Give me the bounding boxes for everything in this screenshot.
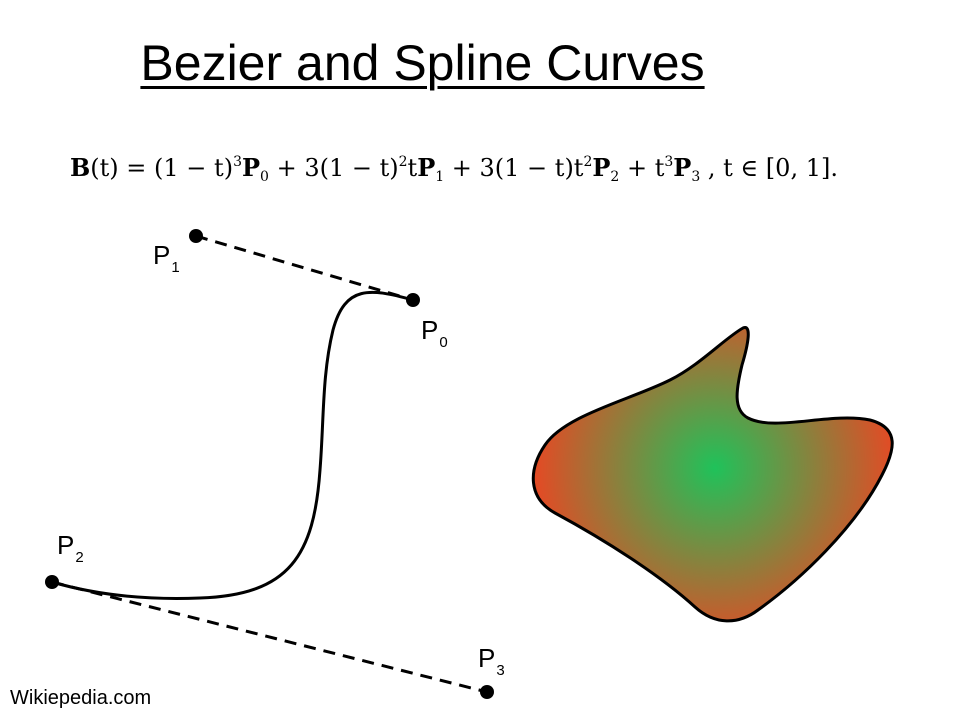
formula-p3: P	[673, 153, 692, 182]
control-point-p1	[189, 229, 203, 243]
formula-term3-exp: 3	[664, 154, 674, 170]
label-p1: P1	[153, 240, 180, 283]
formula-lhs-arg: (t) =	[90, 154, 155, 182]
bezier-formula: B(t) = (1 − t)3P0 + 3(1 − t)2tP1 + 3(1 −…	[70, 148, 910, 188]
formula-p2: P	[592, 153, 611, 182]
formula-p0-sub: 0	[260, 169, 269, 185]
control-point-p0	[406, 293, 420, 307]
source-credit: Wikiepedia.com	[10, 687, 152, 709]
handle-p2-p3	[51, 580, 488, 694]
label-p1-letter: P	[153, 240, 171, 270]
spline-shape	[531, 326, 894, 623]
label-p3-letter: P	[478, 643, 496, 673]
formula-p0: P	[241, 153, 261, 182]
formula-p1: P	[417, 153, 436, 182]
formula-p3-sub: 3	[691, 169, 701, 185]
formula-term0-exp: 3	[233, 154, 242, 170]
formula-plus1: + 3(1 − t)	[268, 154, 399, 182]
formula-term2-exp: 2	[583, 154, 593, 170]
label-p1-sub: 1	[171, 259, 180, 276]
bezier-curve	[51, 290, 414, 600]
label-p0-sub: 0	[439, 334, 448, 351]
handle-p1-p0	[195, 234, 414, 302]
formula-term0: (1 − t)	[154, 154, 234, 182]
formula-domain: , t ∈ [0, 1].	[700, 154, 838, 182]
formula-b: B	[70, 153, 91, 182]
label-p2: P2	[57, 530, 84, 573]
control-point-p3	[480, 685, 494, 699]
formula-p1-sub: 1	[435, 169, 445, 185]
label-p2-letter: P	[57, 530, 75, 560]
label-p0: P0	[421, 315, 448, 358]
formula-term1-exp: 2	[398, 154, 408, 170]
control-point-p2	[45, 575, 59, 589]
formula-term1-t: t	[407, 154, 418, 182]
label-p2-sub: 2	[75, 549, 84, 566]
formula-p2-sub: 2	[610, 169, 620, 185]
formula-plus2: + 3(1 − t)t	[444, 154, 584, 182]
label-p3: P3	[478, 643, 505, 686]
formula-plus3: + t	[619, 154, 665, 182]
label-p0-letter: P	[421, 315, 439, 345]
label-p3-sub: 3	[496, 662, 505, 679]
slide-title: Bezier and Spline Curves	[140, 35, 705, 91]
